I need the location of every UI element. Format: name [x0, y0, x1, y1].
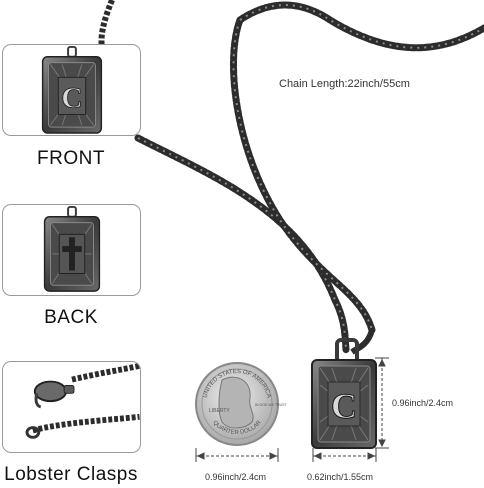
coin-left-text: LIBERTY — [209, 408, 230, 414]
thumbnail-front-label: FRONT — [37, 148, 105, 169]
thumb-pendant-letter: C — [61, 83, 82, 115]
pendant-front-icon: C — [41, 45, 103, 134]
main-pendant: C — [311, 359, 377, 449]
thumbnail-clasp[interactable] — [2, 361, 141, 453]
rope-chain — [98, 0, 484, 355]
thumbnail-clasp-label: Lobster Clasps — [4, 464, 138, 485]
coin-width-label: 0.96inch/2.4cm — [205, 472, 267, 482]
cross-icon — [62, 237, 82, 271]
pendant-width-label: 0.62inch/1.55cm — [307, 472, 374, 482]
pendant-letter: C — [331, 386, 357, 426]
lobster-clasp-icon — [25, 363, 140, 439]
dimension-lines — [195, 357, 389, 462]
thumbnail-front[interactable]: C — [2, 44, 141, 136]
pendant-height-label: 0.96inch/2.4cm — [392, 398, 454, 408]
coin-right-text: IN GOD WE TRUST — [255, 403, 287, 407]
pendant-back-icon — [43, 205, 101, 292]
quarter-coin: UNITED STATES OF AMERICA QUARTER DOLLAR … — [195, 362, 287, 446]
chain-length-label: Chain Length:22inch/55cm — [279, 78, 410, 90]
thumbnail-back-label: BACK — [44, 307, 98, 328]
thumbnail-back[interactable] — [2, 204, 141, 296]
